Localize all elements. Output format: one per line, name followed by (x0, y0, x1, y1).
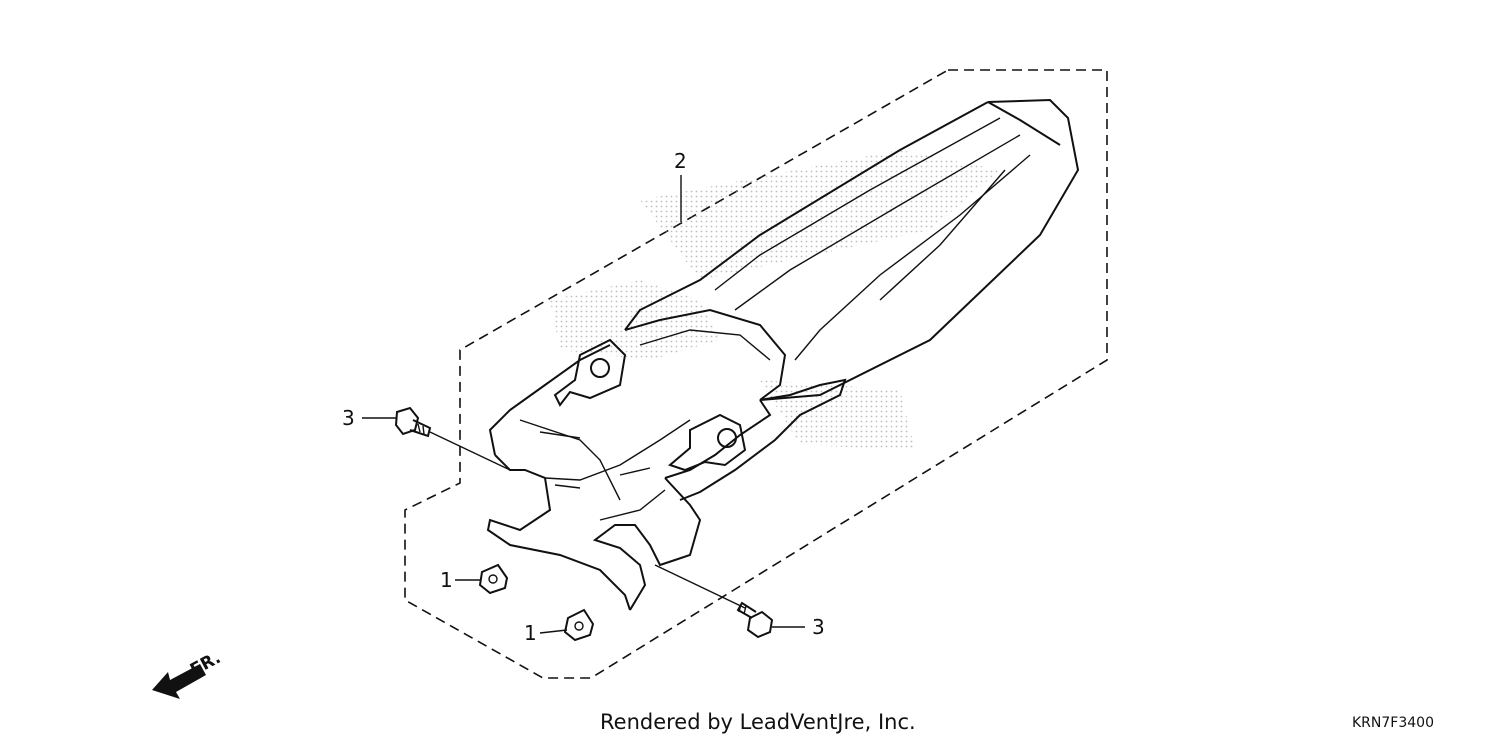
drawing-code: KRN7F3400 (1352, 715, 1434, 731)
nut-part-1-lower (563, 608, 595, 642)
callout-part-3-right: 3 (812, 615, 825, 639)
leader-part-1-lower (539, 629, 568, 634)
bolt-part-3-right (736, 601, 774, 639)
callout-part-1-lower: 1 (524, 621, 537, 645)
rear-fender (486, 98, 1080, 611)
render-credit: Rendered by LeadVentJre, Inc. (600, 710, 916, 734)
nut-part-1-upper (478, 563, 509, 595)
callout-part-3-left: 3 (342, 406, 355, 430)
callout-part-2: 2 (674, 149, 687, 173)
assembly-boundary (404, 69, 1108, 679)
honda-watermark (550, 150, 1000, 450)
leader-part-3-right-to-fender (654, 564, 746, 609)
callout-part-1-upper: 1 (440, 568, 453, 592)
front-direction-arrow: FR. (152, 648, 224, 699)
bolt-part-3-left (394, 406, 432, 438)
leader-part-3-left-to-fender (429, 431, 511, 471)
